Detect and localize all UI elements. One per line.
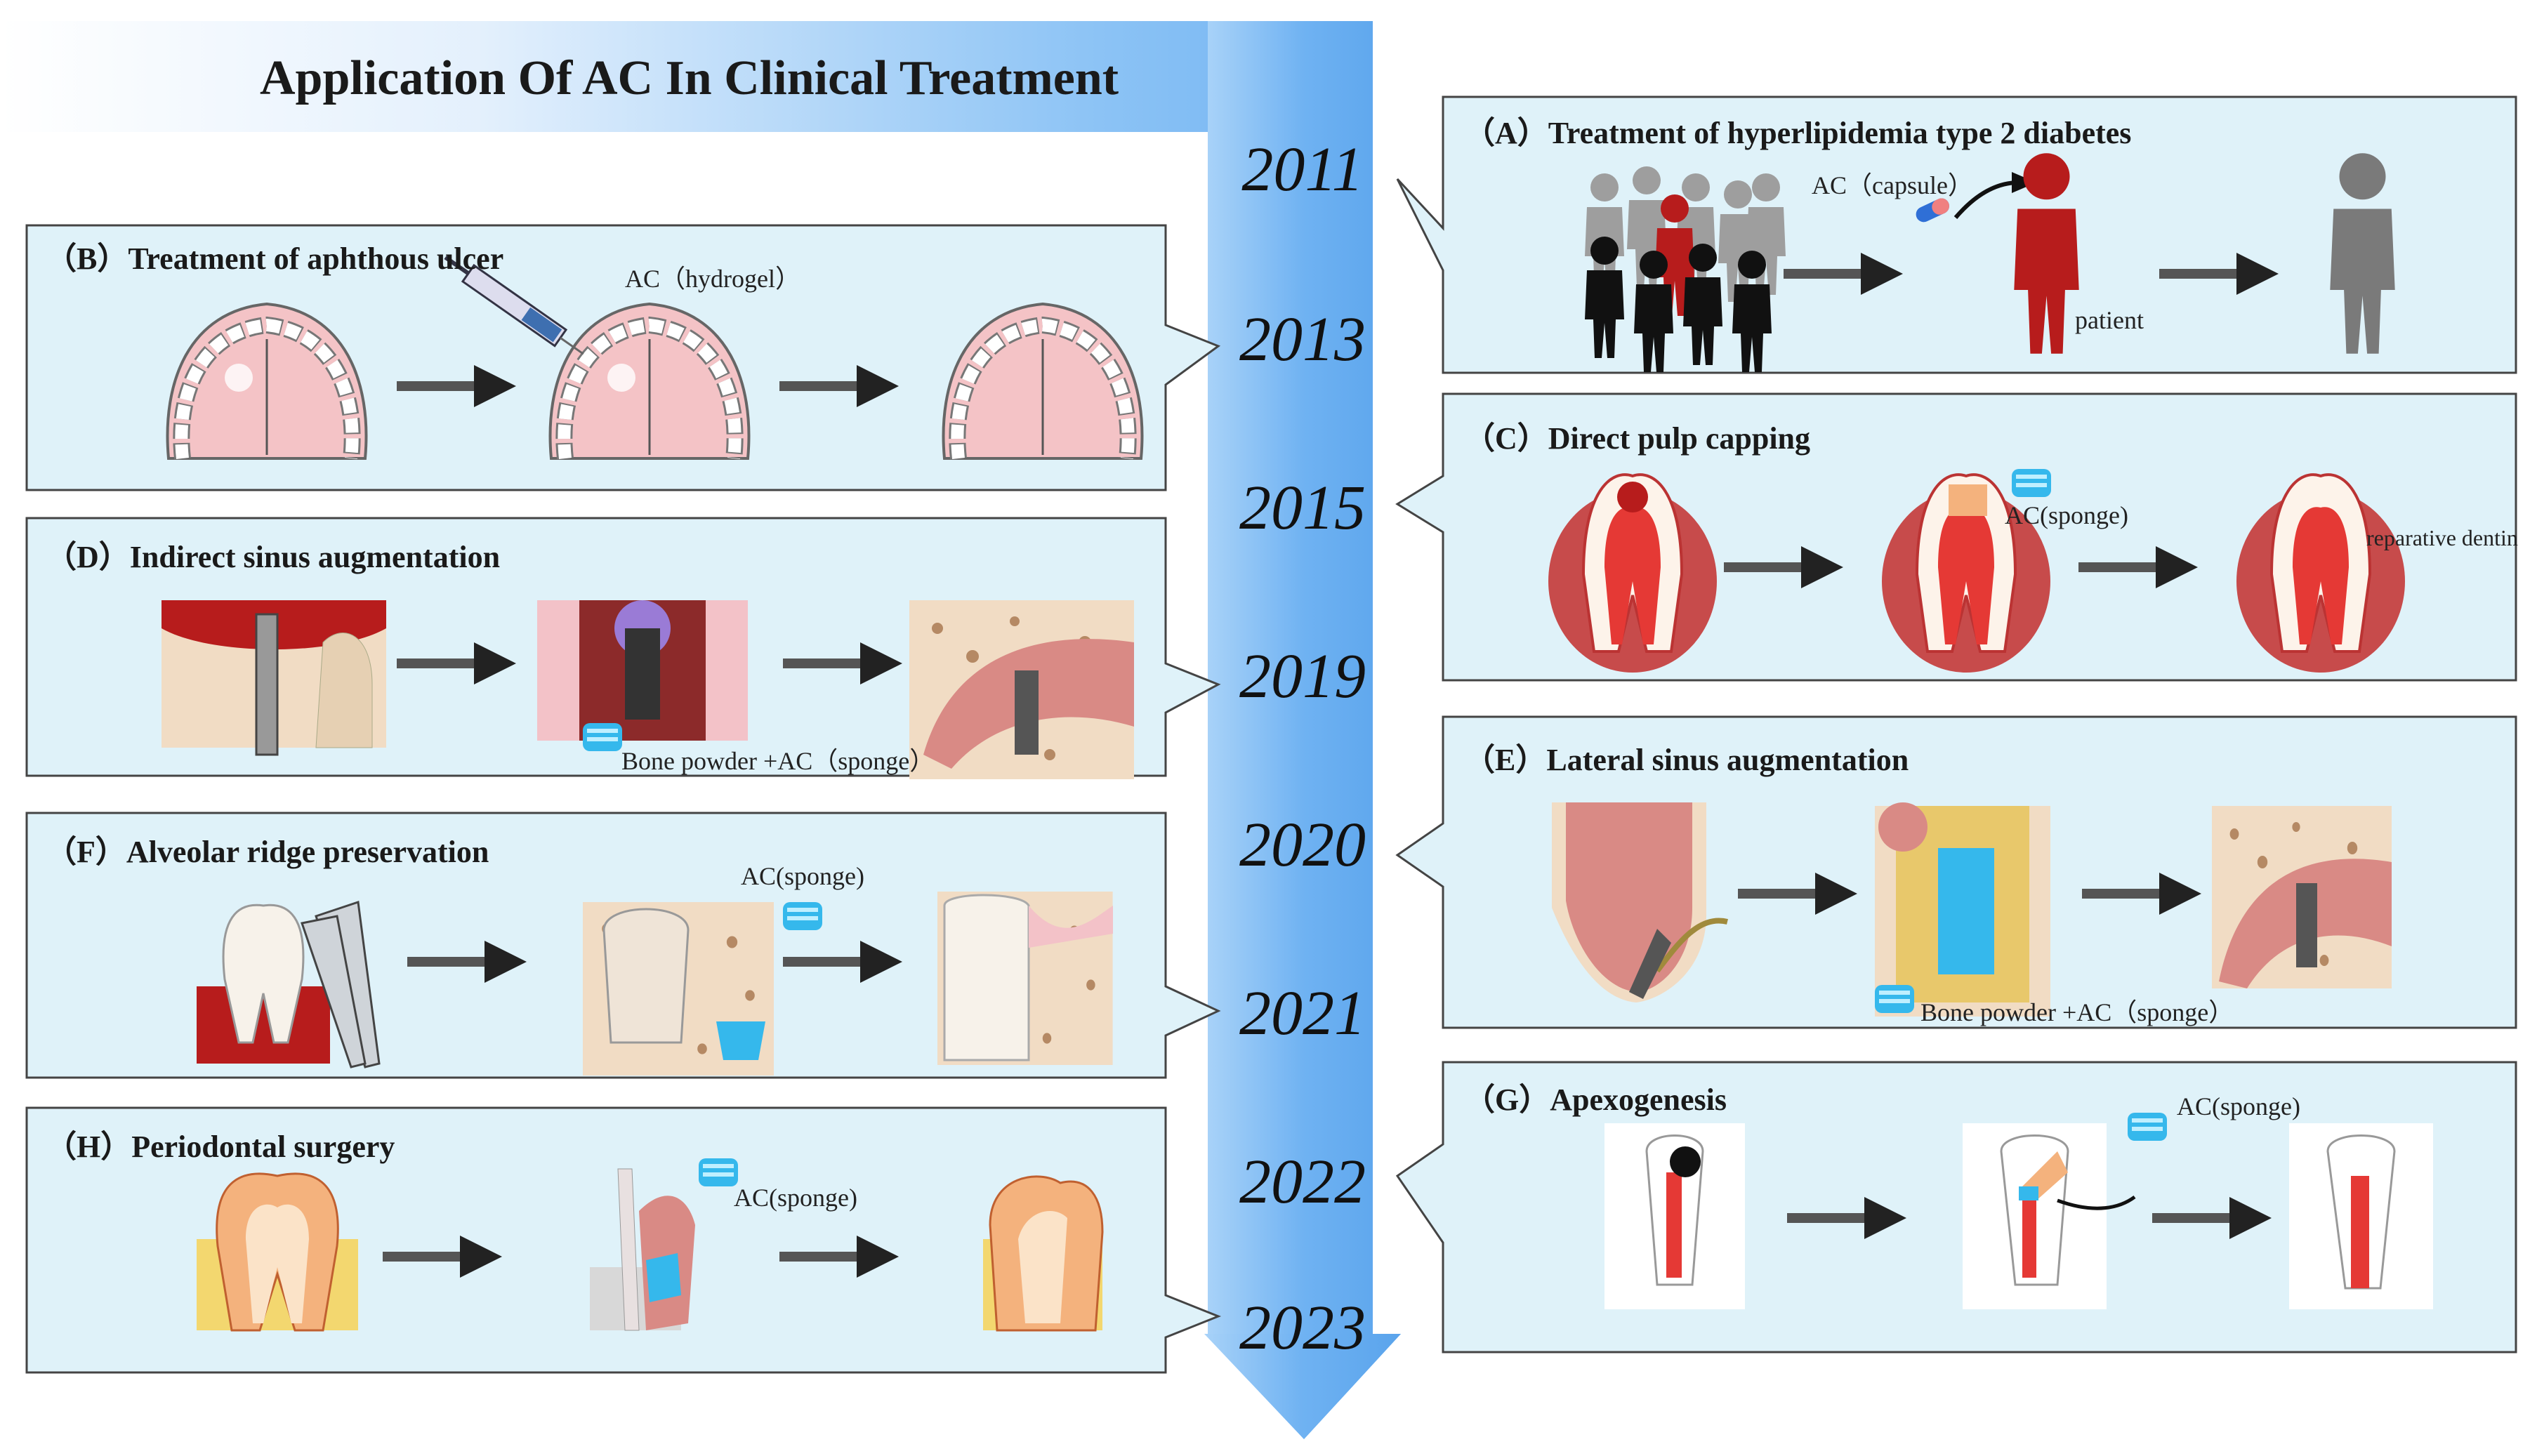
tooth-capped: [1880, 473, 2052, 674]
lateral-result-diagram: [2212, 806, 2392, 988]
panel-b-frame: [25, 224, 1221, 491]
jaw-ulcer-2: [551, 304, 749, 458]
ridge-preserved-diagram: [937, 892, 1113, 1065]
panel-h-frame: [25, 1106, 1222, 1374]
timeline-year-2011: 2011: [1241, 135, 1364, 204]
socket-sponge-diagram: [583, 902, 774, 1076]
lateral-window-diagram: [1552, 802, 1728, 1002]
tooth-caries: [1547, 473, 1718, 674]
panel-d-title: （D）Indirect sinus augmentation: [46, 540, 501, 574]
sinus-implant-diagram: [537, 600, 748, 741]
periodontal-flap-diagram: [590, 1168, 695, 1331]
periodontal-healed-diagram: [983, 1175, 1104, 1332]
panel-h: （H）Periodontal surgery AC(sponge): [25, 1106, 1222, 1376]
extraction-diagram: [197, 901, 381, 1068]
panel-c-frame: [1395, 392, 2517, 682]
timeline-year-2021: 2021: [1239, 979, 1366, 1048]
panel-h-sponge-label: AC(sponge): [734, 1184, 857, 1212]
timeline-year-2020: 2020: [1239, 810, 1366, 880]
sinus-result-diagram: [909, 600, 1134, 779]
panel-h-title: （H）Periodontal surgery: [46, 1130, 395, 1164]
sinus-drill-diagram: [162, 600, 386, 756]
panel-a-capsule-label: AC（capsule）: [1812, 171, 1973, 199]
panel-e-frame: [1395, 715, 2517, 1029]
panel-f-frame: [25, 812, 1221, 1079]
panel-g-frame: [1395, 1061, 2517, 1354]
panel-f-sponge-label: AC(sponge): [741, 862, 864, 890]
timeline-year-2022: 2022: [1239, 1147, 1366, 1217]
lateral-graft-diagram: [1875, 802, 2050, 1017]
panel-b: （B）Treatment of aphthous ulcer AC（hydrog…: [25, 223, 1222, 494]
capped-tooth-diagram: [1963, 1123, 2136, 1309]
apex-closed-tooth-diagram: [2289, 1123, 2433, 1309]
panel-e: （E）Lateral sinus augmentation Bone powde…: [1394, 715, 2519, 1031]
panel-f-title: （F）Alveolar ridge preservation: [46, 835, 489, 869]
panel-d-bone-powder-label: Bone powder +AC（sponge）: [621, 747, 935, 775]
panel-c-title: （C）Direct pulp capping: [1464, 421, 1811, 456]
panel-e-title: （E）Lateral sinus augmentation: [1464, 743, 1909, 777]
timeline-year-2023: 2023: [1239, 1293, 1366, 1363]
jaw-ulcer-1: [168, 304, 367, 458]
panel-c: （C）Direct pulp capping AC(sponge) repara…: [1394, 392, 2519, 683]
timeline-year-2015: 2015: [1239, 473, 1366, 543]
periodontal-tooth-diagram: [197, 1172, 358, 1332]
panel-f: （F）Alveolar ridge preservation AC(sponge…: [25, 811, 1222, 1081]
panel-a-title: （A）Treatment of hyperlipidemia type 2 di…: [1464, 116, 2132, 150]
panel-e-bone-powder-label: Bone powder +AC（sponge）: [1920, 998, 2234, 1026]
panel-g-sponge-label: AC(sponge): [2177, 1092, 2300, 1120]
panel-c-sponge-label: AC(sponge): [2005, 501, 2128, 529]
title-band: [0, 21, 1373, 132]
panel-g-title: （G）Apexogenesis: [1464, 1083, 1727, 1117]
panel-d: （D）Indirect sinus augmentation Bone powd…: [25, 516, 1222, 779]
panel-c-dentin-label: reparative dentin: [2366, 525, 2518, 550]
timeline-year-2013: 2013: [1239, 305, 1366, 374]
panel-a-patient-label: patient: [2075, 306, 2144, 334]
immature-tooth-diagram: [1604, 1123, 1745, 1309]
panel-a-frame: [1396, 95, 2517, 374]
syringe-icon: [444, 256, 584, 355]
panel-g: （G）Apexogenesis AC(sponge): [1394, 1060, 2519, 1355]
page-title: Application Of AC In Clinical Treatment: [260, 51, 1119, 105]
panel-b-hydrogel-label: AC（hydrogel）: [625, 265, 800, 293]
panel-b-title: （B）Treatment of aphthous ulcer: [46, 241, 504, 276]
timeline-year-2019: 2019: [1239, 642, 1366, 711]
panel-d-frame: [25, 517, 1221, 779]
panel-a: （A）Treatment of hyperlipidemia type 2 di…: [1394, 95, 2519, 376]
